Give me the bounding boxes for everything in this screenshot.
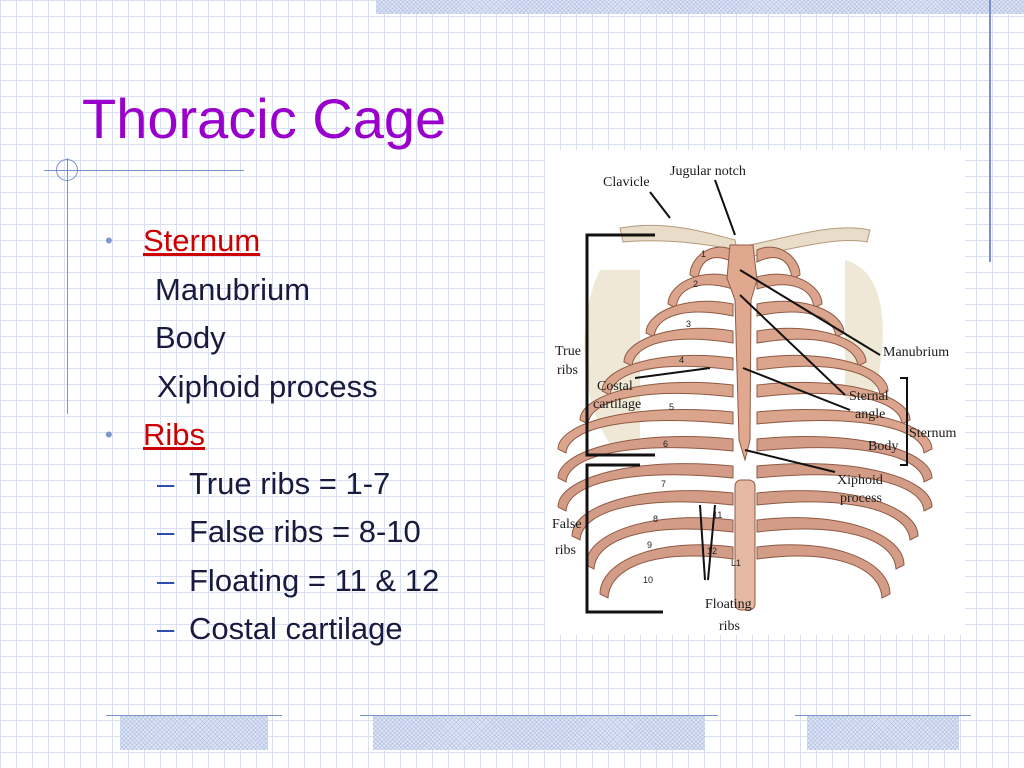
subitem-floating-ribs-label: Floating = 11 & 12 [189, 562, 440, 598]
label-sternum: Sternum [909, 426, 957, 441]
dash-marker: – [157, 465, 175, 501]
rib-number-label: 7 [661, 479, 666, 489]
top-right-vertical-rule [989, 0, 991, 262]
thoracic-cage-figure: Clavicle Jugular notch True ribs Costal … [545, 150, 965, 635]
rib-11-right [756, 517, 905, 570]
rib-number-label: 2 [693, 279, 698, 289]
subitem-floating-ribs: – Floating = 11 & 12 [105, 562, 505, 611]
label-manubrium: Manubrium [883, 345, 949, 360]
rib-number-label: L1 [731, 558, 741, 568]
bullet-sternum: • Sternum [105, 222, 505, 271]
slide-title: Thoracic Cage [82, 87, 447, 150]
leader-lines [634, 179, 881, 581]
title-underline-rule [44, 170, 244, 171]
rib-number-label: 5 [669, 402, 674, 412]
bullet-ribs: • Ribs [105, 416, 505, 465]
dash-marker: – [157, 514, 175, 549]
subitem-xiphoid-label: Xiphoid process [157, 368, 378, 404]
bottom-hatched-block-1 [120, 716, 268, 750]
thoracic-cage-illustration: Clavicle Jugular notch True ribs Costal … [545, 150, 965, 635]
bottom-hatched-block-3 [807, 716, 959, 750]
subitem-false-ribs: – False ribs = 8-10 [105, 513, 505, 562]
label-false-ribs-line1: False [552, 517, 582, 532]
label-floating-line1: Floating [705, 597, 752, 612]
subitem-costal-cartilage-label: Costal cartilage [189, 611, 403, 646]
label-true-ribs-line1: True [555, 344, 581, 359]
subitem-xiphoid: Xiphoid process [105, 368, 505, 417]
rib-9-right [756, 463, 933, 512]
subitem-body: Body [105, 319, 505, 368]
rib-number-label: 3 [686, 319, 691, 329]
label-true-ribs-line2: ribs [557, 363, 578, 378]
subitem-true-ribs-label: True ribs = 1-7 [189, 465, 391, 501]
bottom-hatched-block-2 [373, 716, 705, 750]
label-xiphoid-line2: process [840, 491, 882, 506]
rib-10-left [571, 490, 734, 541]
rib-number-label: 10 [643, 575, 653, 585]
bottom-rule-3 [795, 715, 971, 716]
label-clavicle: Clavicle [603, 175, 650, 190]
left-vertical-rule [67, 158, 68, 414]
rib-number-label: 11 [713, 510, 722, 520]
dash-marker: – [157, 562, 175, 598]
bullet-list: • Sternum Manubrium Body Xiphoid process… [105, 222, 505, 659]
rib-12-left [599, 544, 734, 599]
rib-2-left [667, 273, 734, 309]
subitem-true-ribs: – True ribs = 1-7 [105, 465, 505, 514]
rib-11-left [585, 517, 734, 570]
label-jugular-notch: Jugular notch [670, 164, 746, 179]
spine-shape [734, 479, 756, 611]
rib-number-label: 9 [647, 540, 652, 550]
rib-number-label: 1 [701, 249, 706, 259]
subitem-manubrium: Manubrium [105, 271, 505, 320]
label-false-ribs-line2: ribs [555, 543, 576, 558]
rib-7-left [557, 409, 734, 454]
corner-circle-ornament [56, 159, 78, 181]
rib-number-label: 12 [707, 546, 717, 556]
dash-marker: – [157, 611, 175, 646]
bullet-dot: • [105, 228, 113, 253]
top-right-hatched-bar [376, 0, 1024, 14]
false-ribs-bracket [585, 463, 663, 614]
subitem-costal-cartilage: – Costal cartilage [105, 610, 505, 659]
rib-number-label: 8 [653, 514, 658, 524]
sternum-link[interactable]: Sternum [143, 223, 261, 258]
rib-8-right [756, 436, 933, 483]
rib-7-right [756, 409, 933, 454]
sternum-bracket [900, 377, 908, 466]
label-floating-line2: ribs [719, 619, 740, 634]
true-ribs-bracket [585, 233, 655, 457]
label-sternal-angle-line1: Sternal [849, 389, 889, 404]
subitem-manubrium-label: Manubrium [155, 271, 311, 307]
bottom-rule-1 [106, 715, 282, 716]
label-body: Body [868, 439, 898, 454]
rib-12-right [756, 544, 891, 599]
subitem-body-label: Body [155, 320, 226, 355]
label-costal-line1: Costal [597, 379, 633, 394]
label-xiphoid-line1: Xiphoid [837, 473, 883, 488]
rib-number-label: 6 [663, 439, 668, 449]
rib-number-label: 4 [679, 355, 684, 365]
rib-2-right [756, 273, 823, 309]
label-sternal-angle-line2: angle [855, 407, 885, 422]
label-costal-line2: cartilage [593, 397, 641, 412]
ribs-link[interactable]: Ribs [143, 417, 206, 452]
rib-10-right [756, 490, 919, 541]
bullet-dot: • [105, 422, 113, 447]
rib-9-left [557, 463, 734, 512]
bottom-rule-2 [360, 715, 718, 716]
subitem-false-ribs-label: False ribs = 8-10 [189, 514, 421, 549]
rib-8-left [557, 436, 734, 483]
